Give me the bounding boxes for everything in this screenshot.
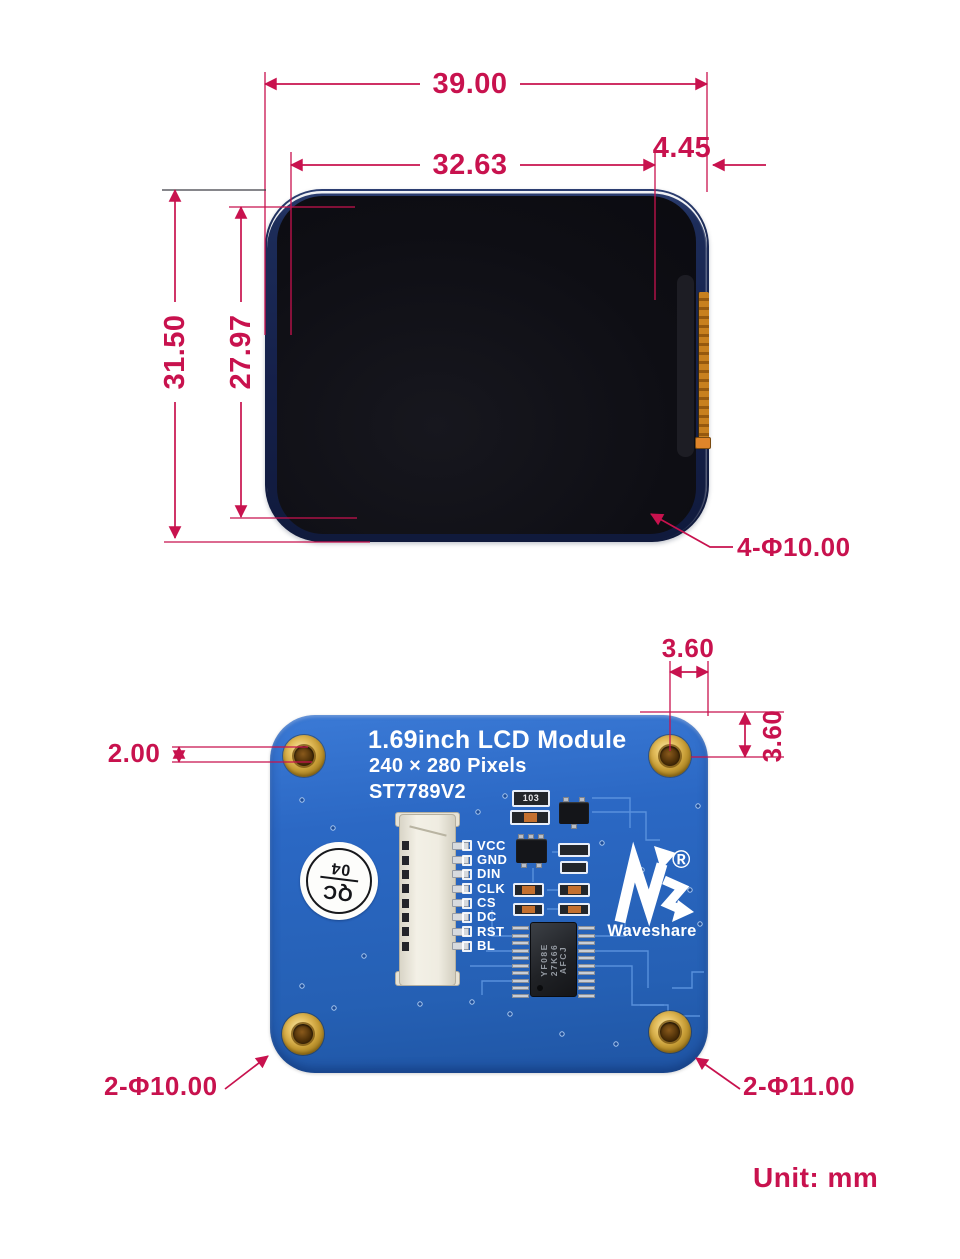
solder-pad [462, 940, 472, 952]
standoff-bottom-left [282, 1013, 324, 1055]
screen-flex-shadow [677, 275, 694, 457]
pin-label-cs: CS [477, 895, 497, 910]
resistor [513, 903, 544, 916]
ic-pin [578, 941, 595, 945]
driver-ic-marking: YF08E 27K66 AFCJ [539, 943, 568, 977]
solder-pad [462, 911, 472, 923]
resistor [510, 810, 550, 825]
connector-notch [402, 884, 409, 894]
ic-pin [578, 933, 595, 938]
ic-pin [578, 993, 595, 998]
connector-notch [402, 898, 409, 908]
connector-notch [402, 841, 409, 851]
solder-pad [462, 854, 472, 866]
silkscreen-resolution: 240 × 280 Pixels [369, 755, 527, 777]
dim-display-width: 32.63 [420, 151, 520, 180]
dim-corner-note: 4-Φ10.00 [737, 532, 851, 562]
qc-sticker: QC 04 [300, 842, 378, 920]
resistor-103-marking: 103 [522, 793, 540, 803]
dim-right-holes: 2-Φ11.00 [743, 1071, 856, 1101]
dim-overall-width: 39.00 [420, 70, 520, 99]
resistor [558, 903, 590, 916]
dim-overall-height: 31.50 [159, 302, 191, 402]
pin-label-vcc: VCC [477, 838, 506, 853]
connector-pin [452, 913, 469, 922]
connector-notch [402, 927, 409, 937]
standoff-top-left [283, 735, 325, 777]
ic-pin [512, 941, 529, 945]
regulator-sot23-5 [516, 839, 547, 863]
ic-pin [512, 986, 529, 990]
ic-pin [578, 926, 595, 930]
ic-pin [578, 963, 595, 968]
fpc-tab [695, 437, 711, 449]
solder-pad [462, 883, 472, 895]
resistor-103: 103 [512, 790, 550, 807]
ic-pin [512, 978, 529, 983]
ic-pin [512, 933, 529, 938]
dim-hole-offset-y: 3.60 [757, 709, 787, 763]
resistor [513, 883, 544, 897]
dim-hole-offset-x: 3.60 [661, 633, 715, 663]
pin-label-gnd: GND [477, 852, 508, 867]
ic-pin [578, 956, 595, 960]
ic-pin [578, 971, 595, 975]
ic-pin [578, 986, 595, 990]
standoff-bottom-right [649, 1011, 691, 1053]
connector-notch [402, 941, 409, 951]
pin-label-bl: BL [477, 938, 496, 953]
resistor [558, 843, 590, 857]
solder-pad [462, 868, 472, 880]
registered-trademark: ® [672, 846, 691, 874]
ic-pin [512, 956, 529, 960]
dim-hole-rim: 2.00 [107, 738, 161, 768]
resistor [560, 861, 588, 874]
resistor [558, 883, 590, 897]
connector-notch [402, 855, 409, 865]
solder-pad [462, 897, 472, 909]
ic-pin [512, 948, 529, 953]
ic-pin [512, 926, 529, 930]
qc-sticker-text: QC [321, 880, 355, 905]
waveshare-logo-icon [614, 841, 694, 927]
ic-pin [578, 948, 595, 953]
solder-pad [462, 840, 472, 852]
solder-pad [462, 926, 472, 938]
qc-sticker-number: 04 [329, 858, 352, 879]
fpc-contacts [698, 292, 709, 438]
silkscreen-controller: ST7789V2 [369, 781, 466, 803]
standoff-top-right [649, 735, 691, 777]
connector-pin [452, 942, 469, 950]
pin-label-din: DIN [477, 866, 501, 881]
unit-note: Unit: mm [753, 1162, 879, 1193]
ic-pin [512, 963, 529, 968]
pin-label-rst: RST [477, 924, 505, 939]
lcd-screen [277, 196, 696, 534]
brand-name: Waveshare [607, 922, 697, 940]
ic-pin [512, 993, 529, 998]
ic-pin [578, 978, 595, 983]
connector-notch [402, 869, 409, 879]
dim-left-holes: 2-Φ10.00 [104, 1071, 218, 1101]
connector-pin [452, 856, 469, 864]
driver-ic [530, 922, 577, 997]
qc-sticker-ring [306, 848, 372, 914]
silkscreen-title: 1.69inch LCD Module [368, 726, 627, 754]
connector-notch [402, 912, 409, 922]
connector-pin [452, 899, 469, 907]
ic-pin [512, 971, 529, 975]
dim-right-margin: 4.45 [652, 132, 712, 164]
pin-label-clk: CLK [477, 881, 506, 896]
pin-label-dc: DC [477, 909, 497, 924]
dim-display-height: 27.97 [225, 302, 257, 402]
transistor-sot23 [559, 802, 589, 824]
connector-pin [452, 884, 469, 893]
connector-pin [452, 927, 469, 936]
